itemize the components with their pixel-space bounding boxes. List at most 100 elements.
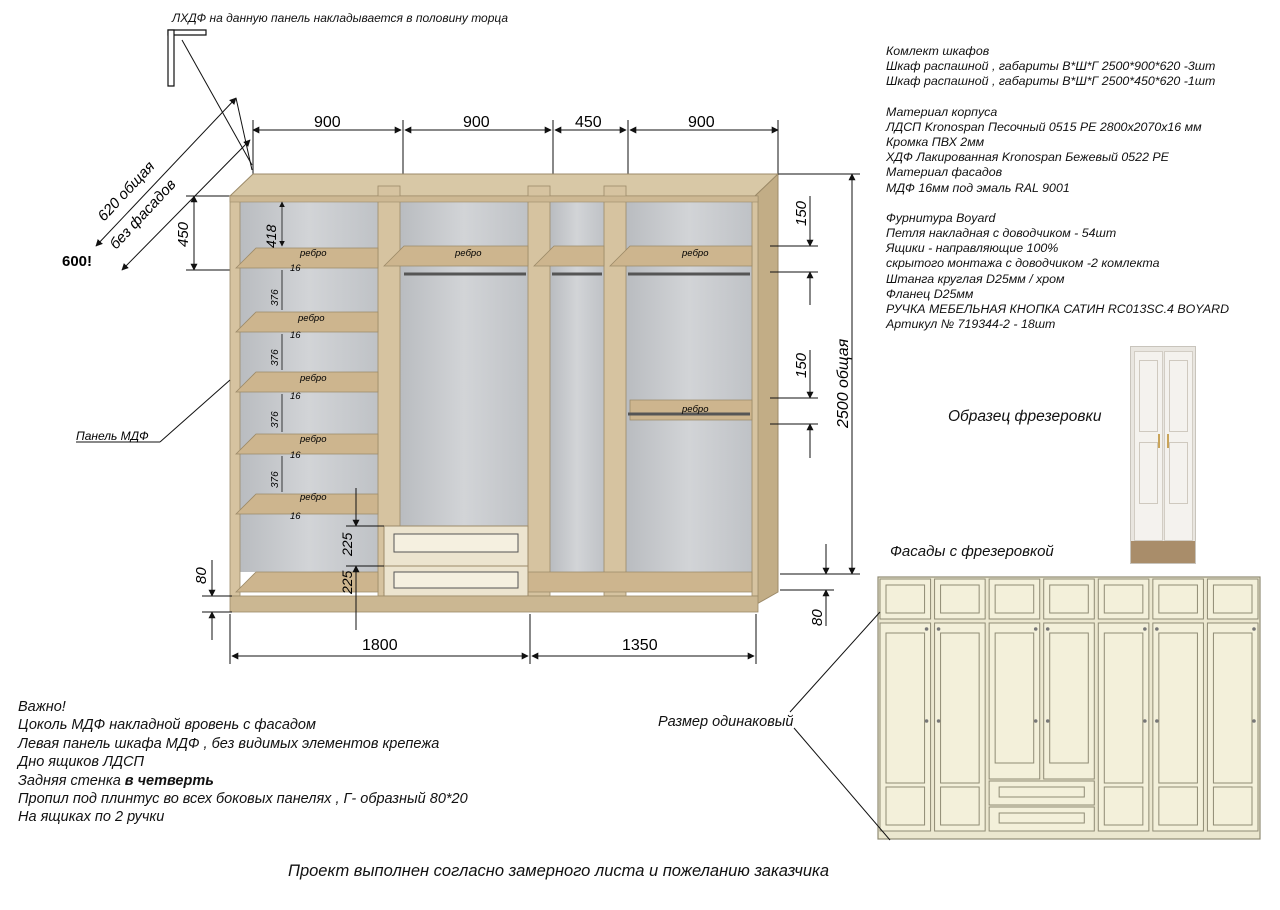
facade-top-panel (1103, 584, 1144, 614)
note-important: Важно! (18, 699, 66, 715)
facade-top-panel (940, 584, 980, 614)
rib-labels: ребро ребро ребро ребро ребро ребро ребр… (297, 248, 708, 503)
left-plinth-dim (202, 560, 232, 640)
depth-dimension-lines (95, 97, 253, 271)
bottom-width-dims (229, 614, 757, 664)
facade-knob (924, 719, 929, 723)
facade-knob (924, 627, 929, 631)
width-900-a: 900 (314, 114, 341, 131)
facade-elevation (877, 576, 1261, 840)
spec-line: Материал фасадов (886, 165, 1003, 180)
thickness-16: 16 (290, 330, 301, 341)
shelf-thickness-labels: 16 16 16 16 16 (290, 263, 301, 522)
facade-knob (1143, 627, 1147, 631)
spec-line: Материал корпуса (886, 104, 998, 119)
note-line: На ящиках по 2 ручки (18, 809, 165, 826)
notes-block: Важно! Цоколь МДФ накладной вровень с фа… (18, 698, 468, 827)
same-size-label: Размер одинаковый (658, 714, 794, 730)
dim-150-mid: 150 (793, 352, 810, 378)
facade-knob (1033, 719, 1038, 723)
drawers (383, 525, 529, 597)
top-depth-450-dim (186, 195, 232, 271)
facade-top-panel (1049, 584, 1089, 614)
dim-418: 418 (263, 224, 279, 248)
spec-line: Шкаф распашной , габариты В*Ш*Г 2500*450… (886, 74, 1216, 89)
dim-80-left: 80 (193, 567, 210, 584)
dim-376-d: 376 (270, 471, 281, 488)
facade-knob (936, 627, 941, 631)
rib-label: ребро (297, 313, 324, 324)
note-line: Пропил под плинтус во всех боковых панел… (18, 791, 468, 808)
spec-line: Шкаф распашной , габариты В*Ш*Г 2500*900… (886, 59, 1216, 74)
spec-line: скрытого монтажа с доводчиком -2 комлект… (886, 256, 1160, 271)
facade-door-panel (940, 632, 980, 784)
facade-door-panel (1049, 632, 1089, 764)
spec-line: Ящики - направляющие 100% (886, 241, 1059, 256)
milling-sample-photo (1130, 346, 1196, 564)
hanging-rails (404, 272, 750, 416)
spec-line: Кромка ПВХ 2мм (886, 135, 985, 150)
width-900-b: 900 (463, 114, 490, 131)
facade-knob (1252, 627, 1256, 631)
spec-gap (886, 196, 1276, 211)
spec-line: ЛДСП Kronospan Песочный 0515 PE 2800х207… (886, 119, 1202, 134)
dim-225-a: 225 (339, 532, 355, 557)
dim-376-a: 376 (270, 289, 281, 306)
width-1800: 1800 (362, 637, 398, 654)
dim-376-c: 376 (270, 411, 281, 428)
facade-door-lower-panel (940, 786, 980, 826)
facade-drawer-handle-panel (998, 786, 1085, 798)
same-size-leaders (789, 611, 891, 841)
note-line: Левая панель шкафа МДФ , без видимых эле… (18, 735, 440, 752)
facade-knob (1155, 719, 1159, 723)
facade-top-panel (1158, 584, 1198, 614)
facade-top-panel (1212, 584, 1253, 614)
facade-top-panel (885, 584, 926, 614)
facade-drawer-handle-panel (998, 812, 1085, 824)
wardrobe-body (228, 172, 780, 613)
facade-door-lower-panel (1158, 786, 1198, 826)
top-note: ЛХДФ на данную панель накладывается в по… (172, 11, 509, 25)
right-dims (770, 173, 860, 626)
facades-label: Фасады с фрезеровкой (890, 543, 1054, 560)
footer-note: Проект выполнен согласно замерного листа… (288, 862, 830, 880)
rib-label: ребро (454, 248, 481, 259)
spec-gap (886, 90, 1276, 105)
facade-knob (1155, 627, 1159, 631)
rib-label: ребро (681, 248, 708, 259)
depth-600-label: 600! (62, 253, 92, 270)
rib-label: ребро (299, 248, 326, 259)
top-width-dims (252, 120, 779, 180)
spec-line: Петля накладная с доводчиком - 54шт (886, 226, 1117, 241)
facade-knob (1045, 627, 1050, 631)
dim-2500-total: 2500 общая (835, 338, 852, 429)
note-back-wall: Задняя стенка (18, 772, 125, 789)
facade-door-panel (1103, 632, 1144, 784)
note-back-wall-bold: в четверть (124, 772, 214, 789)
facade-knob (1143, 719, 1147, 723)
spec-line: РУЧКА МЕБЕЛЬНАЯ КНОПКА САТИН RC013SC.4 B… (886, 302, 1230, 317)
left-shelves (235, 247, 379, 593)
thickness-16: 16 (290, 511, 301, 522)
milling-sample-label: Образец фрезеровки (948, 408, 1102, 425)
facade-door-lower-panel (1212, 786, 1253, 826)
spec-line: Фланец D25мм (886, 286, 974, 301)
facade-door-lower-panel (1103, 786, 1144, 826)
panel-mdf-leader (76, 379, 231, 443)
spec-line: Комлект шкафов (886, 44, 990, 58)
spec-line: Фурнитура Boyard (886, 210, 996, 225)
facade-knob (1045, 719, 1050, 723)
depth-450-label: 450 (175, 221, 192, 247)
spec-line: ХДФ Лакированная Kronospan Бежевый 0522 … (886, 150, 1169, 165)
facade-door-panel (1158, 632, 1198, 784)
facade-top-panel (994, 584, 1035, 614)
facade-knob (1252, 719, 1256, 723)
note-line: Цоколь МДФ накладной вровень с фасадом (18, 717, 316, 734)
facade-door-lower-panel (885, 786, 926, 826)
facade-knob (936, 719, 941, 723)
rib-label: ребро (681, 404, 708, 415)
facade-door-panel (885, 632, 926, 784)
dim-150-top: 150 (793, 200, 810, 226)
